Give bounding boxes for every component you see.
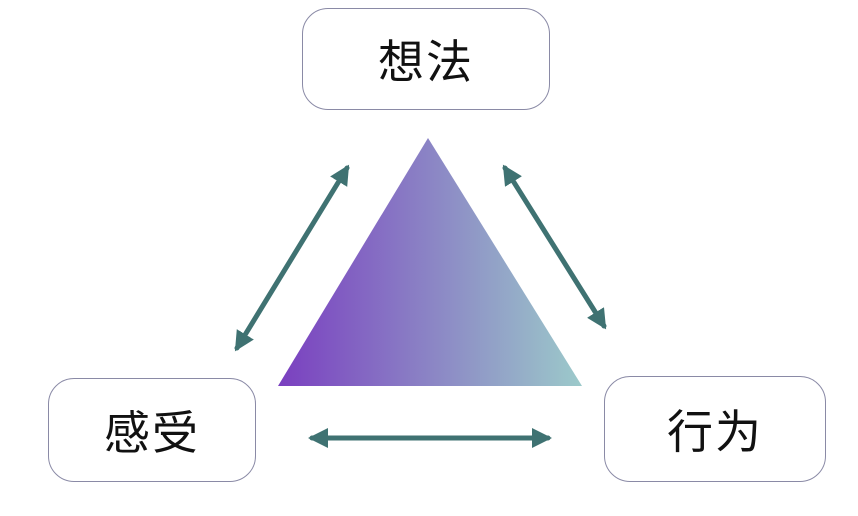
behavior-node: 行为 [604, 376, 826, 482]
gradient-triangle-icon [278, 138, 582, 386]
feeling-node: 感受 [48, 378, 256, 482]
feeling-label: 感受 [104, 406, 200, 460]
thought-node: 想法 [302, 8, 550, 110]
thought-label: 想法 [378, 35, 474, 89]
thought-behavior-double-arrow-icon [502, 164, 607, 330]
thought-feeling-double-arrow-icon [234, 164, 350, 352]
behavior-label: 行为 [667, 405, 763, 459]
